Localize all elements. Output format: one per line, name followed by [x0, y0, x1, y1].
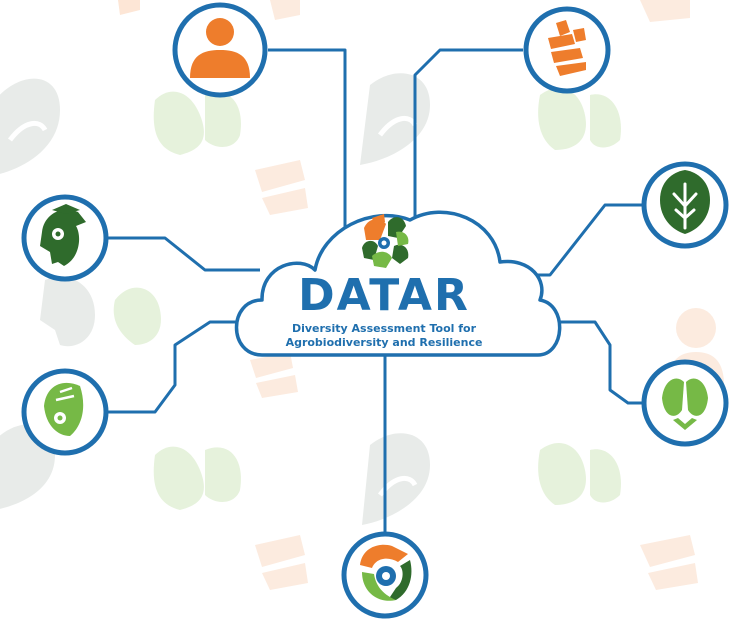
background-pattern	[0, 0, 724, 590]
cycle-icon	[360, 544, 412, 601]
datar-cloud: DATAR Diversity Assessment Tool for Agro…	[234, 210, 562, 357]
node-insect	[641, 359, 729, 447]
node-cycle	[341, 531, 429, 619]
node-person	[172, 2, 268, 98]
faded-fish-icon	[113, 287, 161, 345]
faded-leaf-icon	[0, 78, 60, 174]
bird-icon	[40, 204, 86, 266]
connector-tree	[520, 203, 643, 277]
faded-leaf-icon	[360, 73, 430, 165]
faded-insect-icon	[538, 442, 621, 505]
connector-fish	[108, 320, 248, 414]
hub-title: DATAR	[298, 270, 470, 321]
connector-crops	[413, 48, 523, 230]
faded-insect-icon	[153, 91, 241, 155]
cloud-shape	[234, 210, 562, 357]
connector-bird	[108, 236, 260, 272]
faded-leaf-icon	[362, 433, 430, 525]
person-icon	[190, 18, 250, 78]
crops-icon	[548, 20, 586, 76]
hub-subtitle-line2: Agrobiodiversity and Resilience	[286, 336, 483, 349]
insect-icon	[662, 378, 708, 430]
faded-insect-icon	[538, 87, 621, 150]
node-bird	[21, 194, 109, 282]
hub-subtitle-line1: Diversity Assessment Tool for	[292, 322, 477, 335]
node-crops	[523, 6, 611, 94]
connector-person	[268, 48, 347, 230]
faded-bird-icon	[40, 276, 95, 347]
tree-icon	[660, 170, 710, 234]
fish-icon	[44, 382, 84, 436]
datar-logo-icon	[362, 214, 409, 268]
faded-crops-icon	[250, 0, 698, 590]
node-fish	[21, 368, 109, 456]
connector-insect	[548, 320, 643, 405]
node-tree	[641, 161, 729, 249]
faded-insect-icon	[153, 446, 241, 510]
faded-crops-icon	[118, 0, 140, 15]
connector-lines	[108, 48, 643, 540]
